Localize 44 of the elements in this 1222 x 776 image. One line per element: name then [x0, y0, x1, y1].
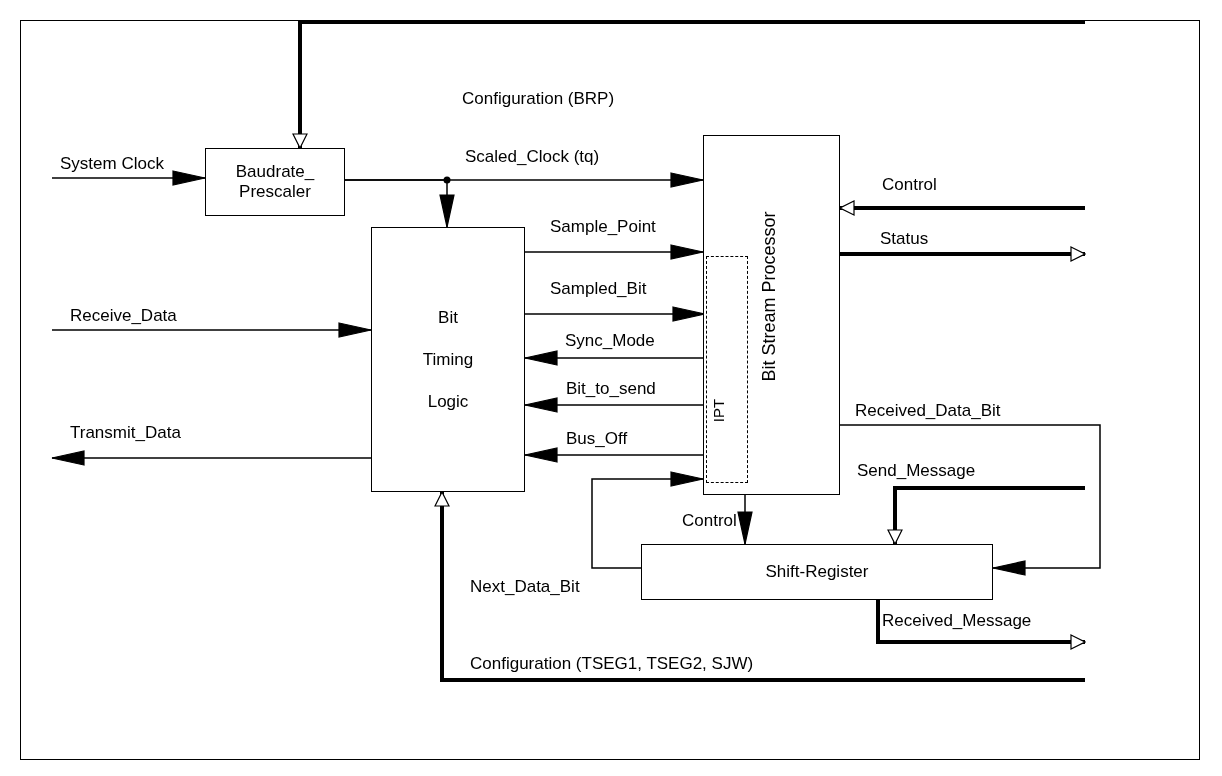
- signal-label: Sample_Point: [550, 218, 656, 235]
- signal-arrow: [51, 170, 206, 186]
- signal-label: Control: [882, 176, 937, 193]
- signal-arrow: [591, 471, 704, 569]
- block-box: [703, 135, 840, 495]
- signal-label: Configuration (TSEG1, TSEG2, SJW): [470, 655, 754, 672]
- signal-label: Status: [880, 230, 929, 247]
- block-label: IPT: [710, 398, 728, 423]
- bus-arrow: [434, 491, 1085, 682]
- signal-label: Transmit_Data: [70, 424, 181, 441]
- block-box: [641, 544, 993, 600]
- signal-label: Received_Data_Bit: [855, 402, 1001, 419]
- dashed-region-box: [706, 256, 748, 483]
- block-label: Shift-Register: [765, 562, 869, 582]
- signal-arrow: [524, 447, 704, 463]
- signal-label: Next_Data_Bit: [470, 578, 580, 595]
- bus-arrow: [840, 246, 1086, 262]
- signal-arrow: [51, 322, 372, 338]
- signal-label: Send_Message: [857, 462, 976, 479]
- block-box: [205, 148, 345, 216]
- signal-label: Bit_to_send: [566, 380, 656, 397]
- signal-arrow: [344, 176, 455, 228]
- bus-arrow: [839, 200, 1085, 216]
- block-label: Bit Stream Processor: [758, 211, 780, 382]
- block-box: [371, 227, 525, 492]
- bus-arrow: [292, 20, 1085, 149]
- signal-label: Receive_Data: [70, 307, 177, 324]
- signal-arrow: [839, 424, 1101, 576]
- signal-arrow: [51, 450, 372, 466]
- block-label: Baudrate_ Prescaler: [234, 162, 316, 202]
- signal-label: System Clock: [60, 155, 164, 172]
- signal-label: Configuration (BRP): [462, 90, 615, 107]
- signal-label: Scaled_Clock (tq): [465, 148, 600, 165]
- block-label: Bit Timing Logic: [421, 306, 475, 413]
- bus-arrow: [887, 486, 1085, 545]
- signal-label: Sync_Mode: [565, 332, 655, 349]
- bus-arrow: [876, 600, 1086, 650]
- signal-arrow: [524, 244, 704, 260]
- signal-arrow: [737, 494, 753, 545]
- signal-label: Bus_Off: [566, 430, 628, 447]
- signal-arrow: [524, 350, 704, 366]
- signal-label: Sampled_Bit: [550, 280, 647, 297]
- signal-label: Control: [682, 512, 737, 529]
- signal-label: Received_Message: [882, 612, 1032, 629]
